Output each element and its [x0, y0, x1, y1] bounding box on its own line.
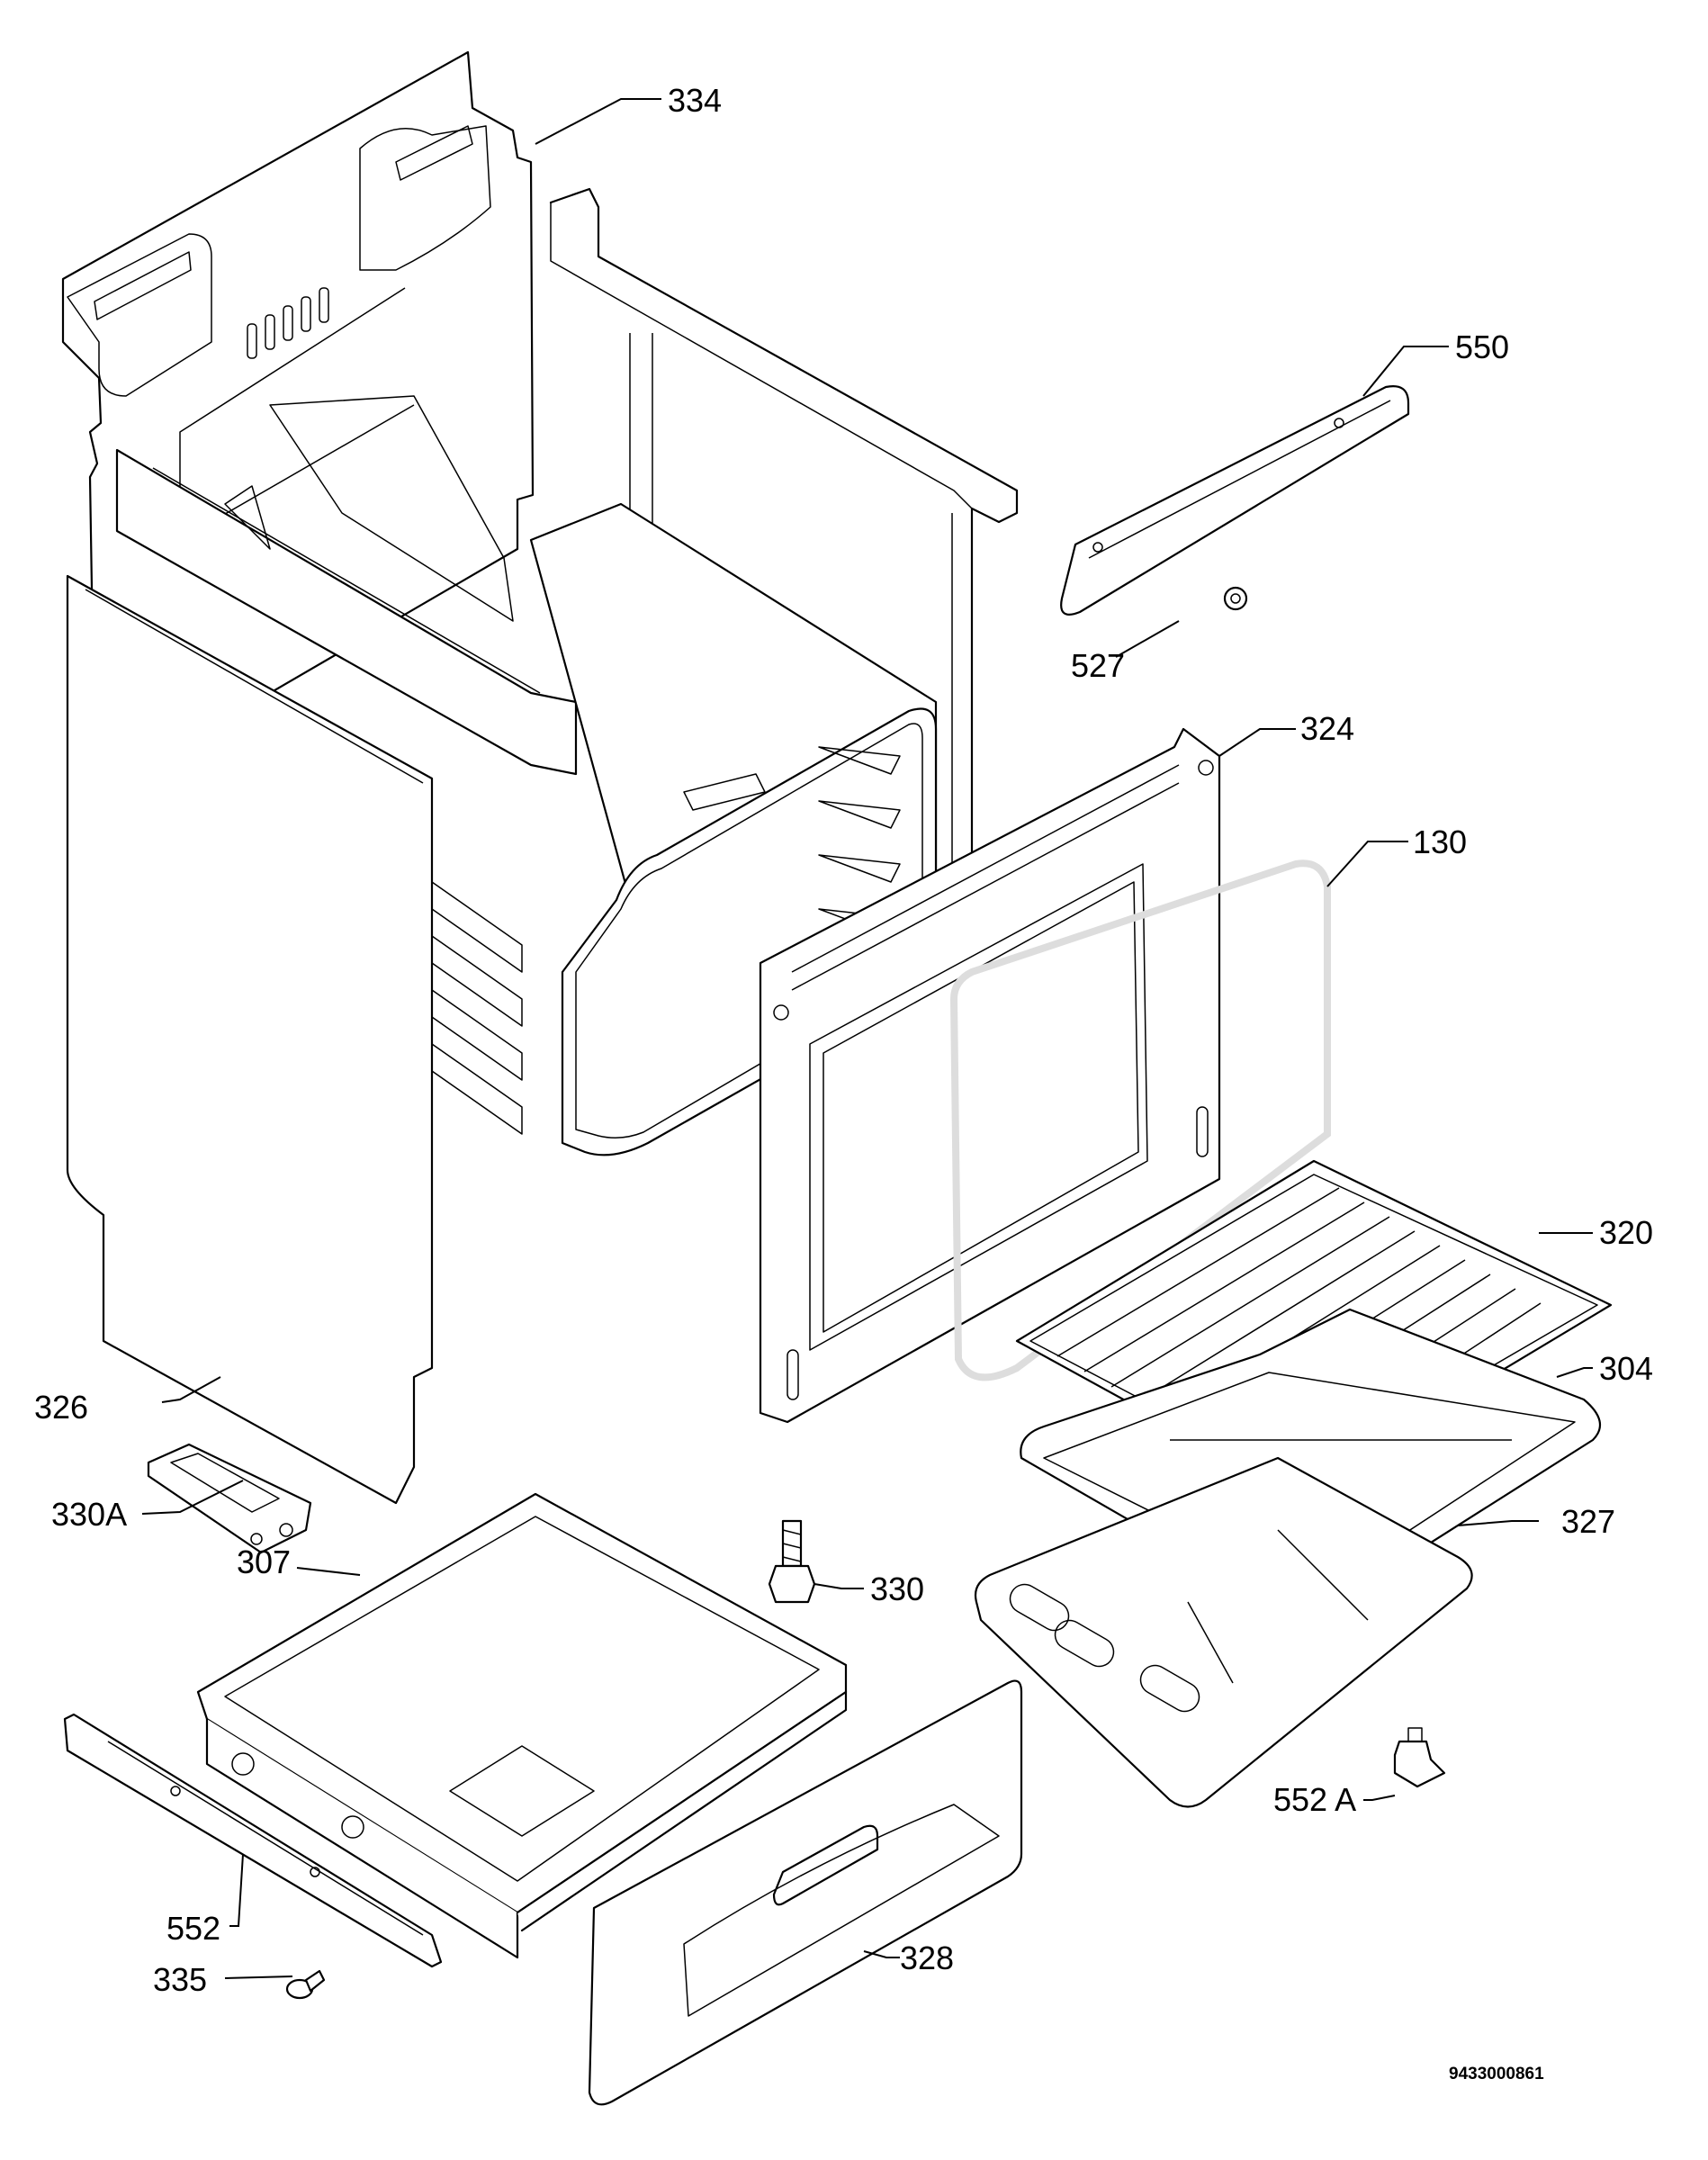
- screw: [285, 1969, 326, 2000]
- door-seal: [949, 860, 1331, 1382]
- label-back-panel: 334: [668, 82, 722, 119]
- label-clip: 552 A: [1273, 1781, 1356, 1818]
- label-rail: 552: [166, 1910, 220, 1947]
- rail: [63, 1713, 443, 1968]
- bolt: [768, 1519, 816, 1604]
- drawer-box: [196, 1492, 848, 1959]
- label-front-frame: 324: [1300, 710, 1354, 747]
- top-rod: [1060, 385, 1410, 616]
- drawer-front: [588, 1679, 1023, 2106]
- label-bolt: 330: [870, 1570, 924, 1607]
- side-panel: [66, 574, 434, 1505]
- label-grid-shelf: 320: [1599, 1214, 1653, 1251]
- bottom-plate: [974, 1456, 1473, 1808]
- label-bracket: 330A: [51, 1496, 127, 1533]
- part-labels: 334 326 330A 307 330 552 335 328 550 527…: [34, 82, 1653, 2084]
- nut: [1223, 586, 1248, 611]
- label-drawer-front: 328: [900, 1940, 954, 1976]
- label-bottom-plate: 327: [1561, 1503, 1615, 1540]
- label-side-panel: 326: [34, 1389, 88, 1426]
- bracket: [147, 1443, 312, 1554]
- vent-slots: [247, 287, 329, 359]
- label-screw: 335: [153, 1961, 207, 1998]
- leader-lines: [141, 98, 1593, 1979]
- label-baking-tray: 304: [1599, 1350, 1653, 1387]
- oven-cavity: [224, 395, 938, 1156]
- label-rod: 550: [1455, 328, 1509, 365]
- label-nut: 527: [1071, 647, 1125, 684]
- label-seal: 130: [1413, 824, 1467, 860]
- label-drawer-box: 307: [237, 1544, 291, 1580]
- document-number: 9433000861: [1449, 2065, 1544, 2084]
- clip: [1393, 1727, 1446, 1788]
